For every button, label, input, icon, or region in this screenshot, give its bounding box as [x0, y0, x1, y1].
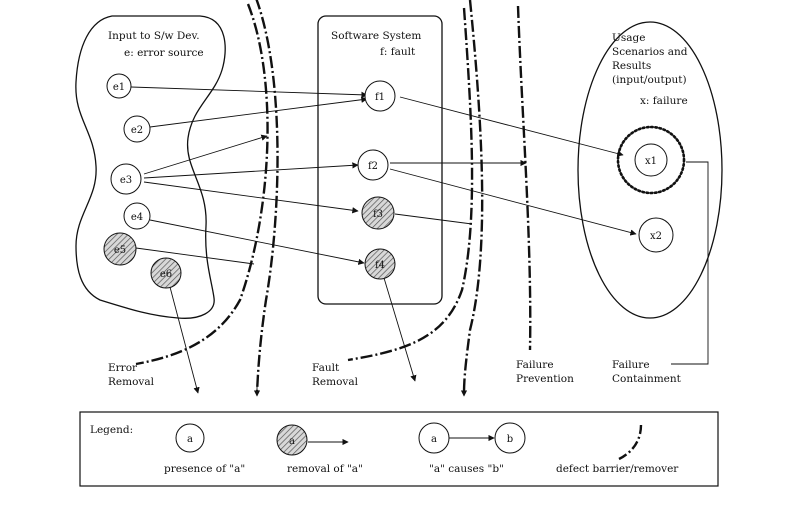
defect-barriers [135, 0, 532, 395]
node-x2-label: x2 [650, 231, 662, 242]
software-region-title: Software System [331, 30, 421, 42]
node-x1-label: x1 [645, 156, 657, 167]
legend-cause-a-sample: a [431, 434, 437, 445]
barrier-error-removal-1 [135, 3, 269, 366]
software-system-box [317, 15, 443, 305]
usage-title-line-2: Scenarios and [612, 46, 688, 58]
usage-region-key: x: failure [640, 95, 688, 107]
node-f4-circle [364, 248, 396, 280]
node-x2-circle [638, 217, 674, 253]
legend-removal-label: removal of "a" [287, 463, 363, 475]
node-e2-label: e2 [131, 125, 143, 136]
arrow-f4-removed [383, 277, 417, 382]
arrow-e3-f2 [143, 162, 359, 179]
error-removal-label-2: Removal [108, 376, 155, 388]
legend-barrier-label: defect barrier/remover [556, 463, 679, 475]
node-e6-label: e6 [160, 269, 172, 280]
failure-containment-label-1: Failure [612, 359, 650, 371]
arrow-e5-barrier [135, 247, 255, 265]
usage-title-line-1: Usage [612, 32, 645, 44]
node-f1-circle [364, 80, 396, 112]
usage-region [577, 21, 723, 319]
legend-presence-circle [175, 423, 205, 453]
x1-containment-line [671, 161, 709, 365]
barrier-error-removal-2 [255, 0, 279, 394]
node-e2-circle [123, 115, 151, 143]
software-region-key: f: fault [380, 46, 416, 58]
node-f4-label: f4 [375, 260, 385, 271]
failure-prevention-label-1: Failure [516, 359, 554, 371]
error-removal-label-1: Error [108, 362, 138, 374]
arrow-e3-barrier [143, 134, 268, 175]
node-f2-label: f2 [368, 161, 378, 172]
node-e1-circle [106, 73, 132, 99]
legend-removal-sample: a [289, 436, 295, 447]
legend-removal-circle [276, 424, 308, 456]
node-f3-label: f3 [373, 209, 383, 220]
arrow-f3-barrier [394, 213, 473, 225]
node-e6-circle [150, 257, 182, 289]
node-e1-label: e1 [113, 82, 125, 93]
cause-arrows [130, 86, 709, 394]
legend-presence-label: presence of "a" [164, 463, 245, 475]
fault-removal-label-1: Fault [312, 362, 340, 374]
input-region-key: e: error source [124, 47, 204, 59]
legend: Legend: a presence of "a" a removal of "… [79, 411, 719, 487]
legend-barrier-symbol [618, 424, 643, 461]
node-e5-circle [103, 232, 137, 266]
node-e3-circle [110, 163, 142, 195]
arrow-e2-f1 [149, 96, 368, 128]
arrow-f1-x1 [399, 96, 624, 157]
input-region-title: Input to S/w Dev. [108, 30, 200, 42]
fault-removal-label-2: Removal [312, 376, 359, 388]
legend-box [79, 411, 719, 487]
legend-title: Legend: [90, 424, 133, 436]
arrow-f2-x2 [389, 168, 637, 236]
legend-causes-label: "a" causes "b" [429, 463, 504, 475]
barrier-fault-removal-2 [462, 0, 484, 395]
node-e5-label: e5 [114, 245, 126, 256]
usage-title-line-3: Results [612, 60, 651, 72]
node-f1-label: f1 [375, 92, 385, 103]
node-x1-circle [634, 143, 668, 177]
failure-prevention-label-2: Prevention [516, 373, 574, 385]
node-e3-label: e3 [120, 175, 132, 186]
arrow-e1-f1 [130, 86, 368, 98]
node-x1-containment-ring [616, 125, 686, 195]
node-e4-label: e4 [131, 212, 143, 223]
barrier-failure-prevention [516, 5, 532, 351]
arrow-e3-f3 [143, 181, 359, 214]
node-e4-circle [123, 202, 151, 230]
node-f2-circle [357, 149, 389, 181]
legend-presence-sample: a [187, 434, 193, 445]
legend-cause-b-sample: b [507, 434, 513, 445]
barrier-fault-removal [347, 7, 474, 362]
failure-containment-label-2: Containment [612, 373, 682, 385]
legend-cause-b-circle [494, 422, 526, 454]
usage-title-line-4: (input/output) [612, 74, 687, 86]
nodes: e1 e2 e3 e4 e5 e6 f1 f2 f3 f4 x1 x2 [103, 73, 686, 289]
node-f3-circle [361, 196, 395, 230]
arrow-e6-removed [169, 286, 200, 394]
